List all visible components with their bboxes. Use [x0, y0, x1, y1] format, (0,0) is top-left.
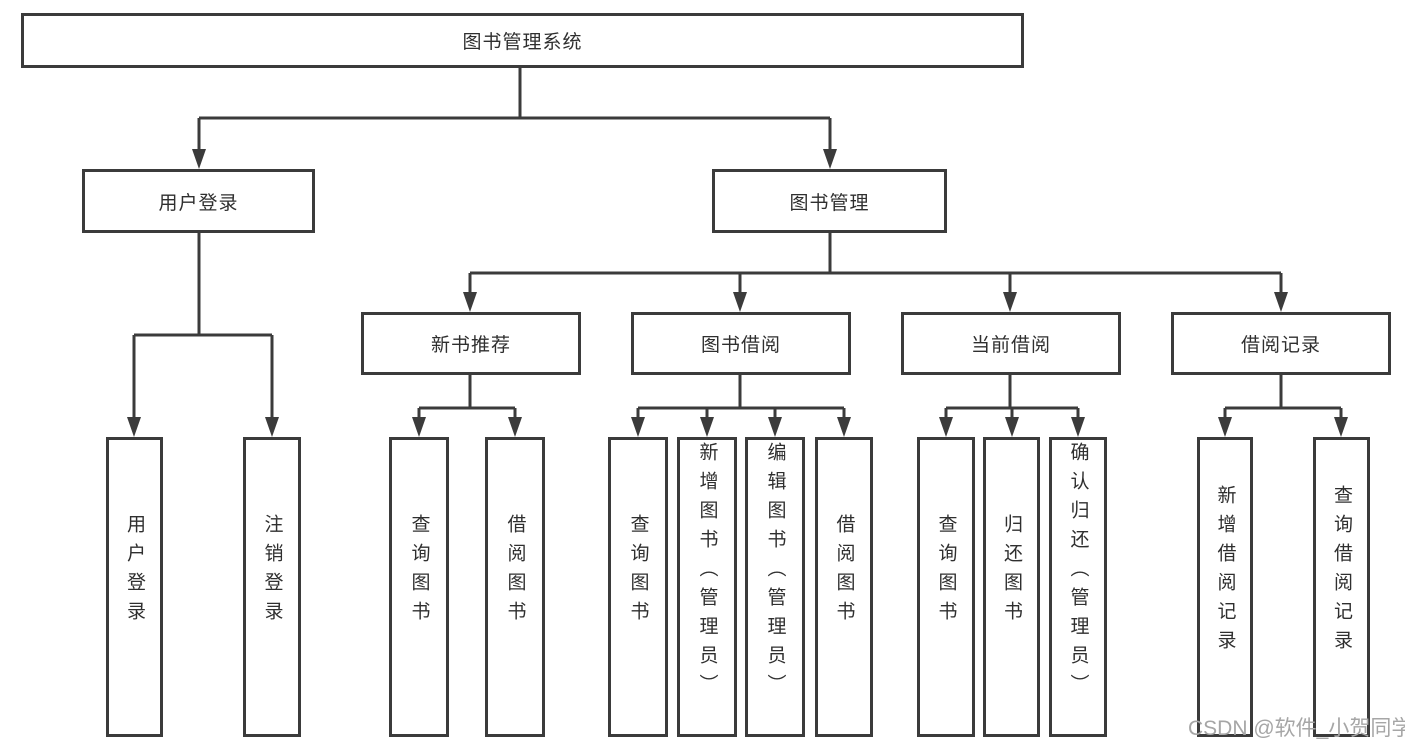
csdn-watermark: CSDN @软件_小贺同学 — [1188, 717, 1405, 740]
node-label: 查询图书 — [408, 514, 430, 630]
arrowheads — [127, 149, 1348, 437]
leaf-user-login: 用户登录 — [106, 437, 163, 737]
leaf-edit-books-admin: 编辑图书（管理员） — [745, 437, 805, 737]
node-label: 查询借阅记录 — [1331, 485, 1352, 659]
node-label: 归还图书 — [1001, 514, 1022, 630]
node-user-login: 用户登录 — [82, 169, 315, 233]
node-label: 借阅图书 — [504, 514, 526, 630]
node-label: 编辑图书（管理员） — [764, 441, 786, 703]
leaf-query-books-recommend: 查询图书 — [389, 437, 449, 737]
node-label: 用户登录 — [124, 514, 145, 630]
tree-edges — [132, 68, 1343, 420]
leaf-query-borrow-record: 查询借阅记录 — [1313, 437, 1370, 737]
node-label: 确认归还（管理员） — [1067, 441, 1089, 703]
node-book-borrow: 图书借阅 — [631, 312, 851, 375]
leaf-return-books: 归还图书 — [983, 437, 1040, 737]
node-label: 图书借阅 — [700, 335, 781, 356]
node-label: 借阅图书 — [833, 514, 855, 630]
leaf-confirm-return-admin: 确认归还（管理员） — [1049, 437, 1107, 737]
node-label: 借阅记录 — [1240, 335, 1321, 356]
node-label: 当前借阅 — [970, 335, 1051, 356]
node-borrow-records: 借阅记录 — [1171, 312, 1391, 375]
node-current-borrow: 当前借阅 — [901, 312, 1121, 375]
leaf-borrow-books: 借阅图书 — [815, 437, 873, 737]
leaf-add-borrow-record: 新增借阅记录 — [1197, 437, 1253, 737]
leaf-query-books-current: 查询图书 — [917, 437, 975, 737]
node-new-book-recommend: 新书推荐 — [361, 312, 581, 375]
leaf-add-books-admin: 新增图书（管理员） — [677, 437, 737, 737]
leaf-logout: 注销登录 — [243, 437, 301, 737]
node-label: 图书管理系统 — [462, 32, 583, 53]
node-label: 用户登录 — [158, 192, 239, 214]
leaf-query-books-borrow: 查询图书 — [608, 437, 668, 737]
node-label: 新增借阅记录 — [1214, 485, 1236, 659]
node-label: 查询图书 — [627, 514, 649, 630]
node-label: 新书推荐 — [430, 335, 511, 356]
node-book-management: 图书管理 — [712, 169, 947, 233]
node-label: 查询图书 — [935, 514, 957, 630]
node-label: 图书管理 — [789, 192, 870, 214]
node-label: 新增图书（管理员） — [696, 441, 718, 703]
node-root: 图书管理系统 — [21, 13, 1024, 68]
node-label: 注销登录 — [261, 514, 283, 630]
leaf-borrow-books-recommend: 借阅图书 — [485, 437, 545, 737]
